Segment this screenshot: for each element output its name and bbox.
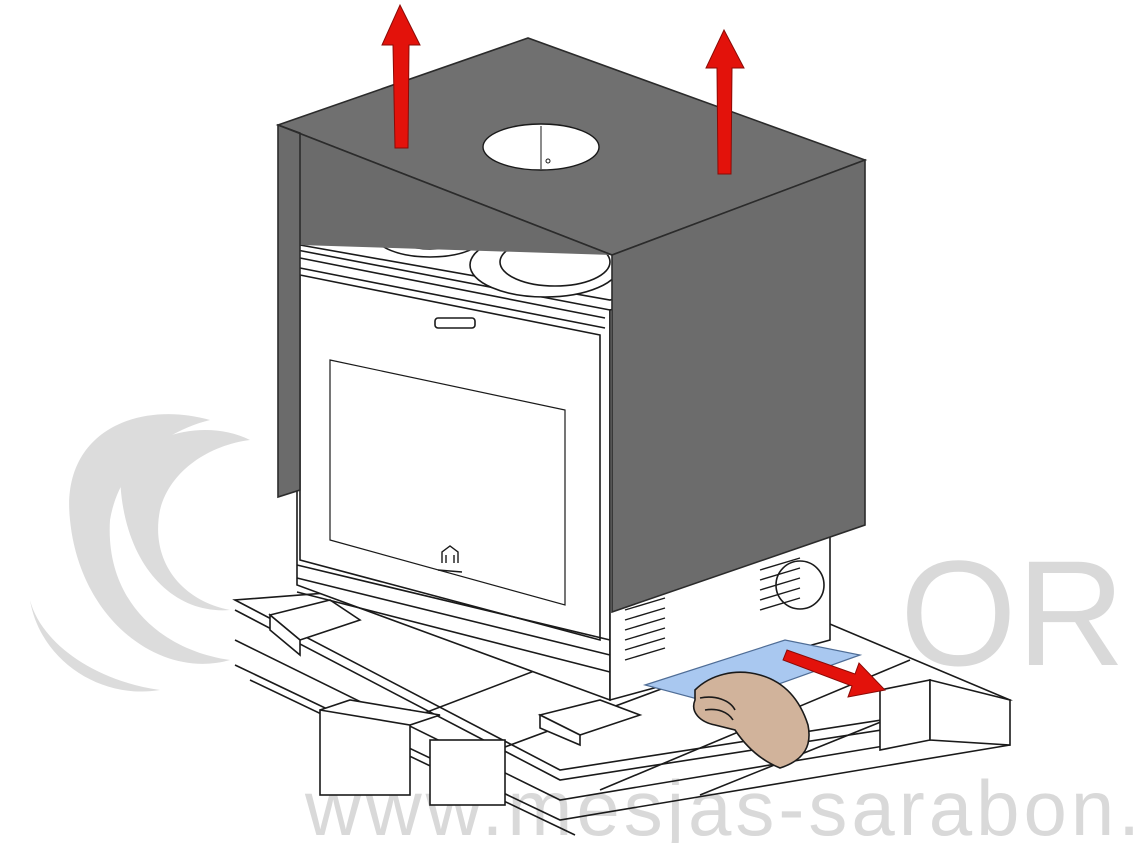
pull-out-arrow [782, 649, 887, 698]
lift-up-arrow [705, 28, 745, 175]
cardboard-cover [275, 37, 868, 614]
brand-logo-icon [437, 545, 463, 573]
lift-up-arrow [381, 3, 421, 149]
hand-icon [693, 671, 810, 769]
watermark-logo-icon [30, 414, 250, 692]
